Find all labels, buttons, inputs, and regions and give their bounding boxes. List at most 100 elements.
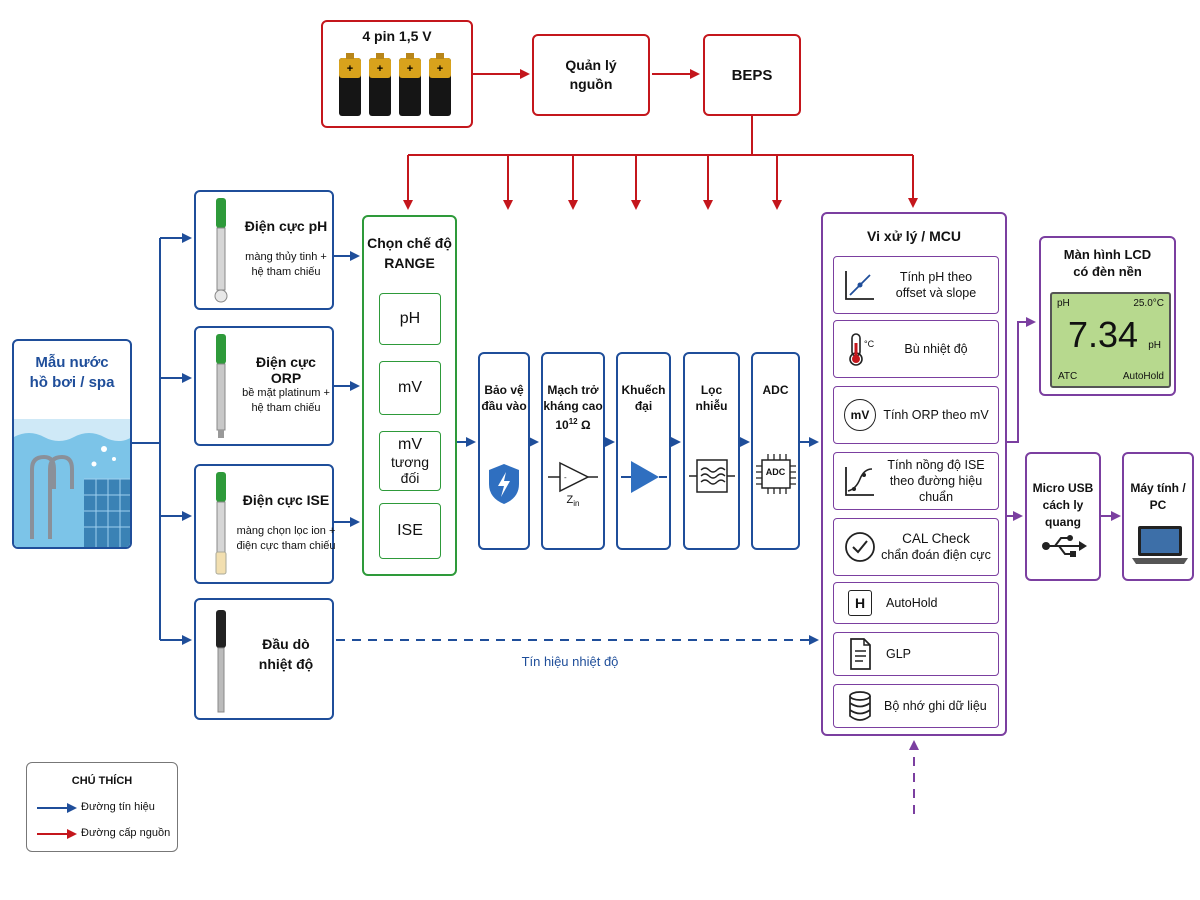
probe-ph-box: Điện cực pH màng thủy tinh + hệ tham chi… [194, 190, 334, 310]
mv-badge: mV [844, 399, 876, 431]
lcd-reading: 7.34 [1068, 314, 1139, 355]
range-mode-relative-mv-label2: tương đối [390, 454, 429, 486]
probe-ise-box: Điện cực ISE màng chọn lọc ion + điện cự… [194, 464, 336, 584]
mcu-output-lines [909, 317, 1121, 814]
legend-title: CHÚ THÍCH [71, 775, 133, 787]
battery-label: 4 pin 1,5 V [362, 28, 432, 44]
svg-text:+: + [347, 63, 353, 75]
probe-orp-sub1: bề mặt platinum + [242, 387, 330, 399]
mcu-cal-check-line1: CAL Check [902, 531, 970, 546]
range-mode-mv[interactable]: mV [379, 361, 441, 415]
lcd-box: Màn hình LCD có đèn nền pH 25.0°C 7.34 p… [1039, 236, 1176, 396]
ise-electrode-icon [215, 472, 227, 575]
range-title-line2: RANGE [384, 255, 435, 271]
usb-line2: cách ly quang [1042, 498, 1084, 529]
svg-text:+: + [377, 63, 383, 75]
mcu-ise-calc-line1: Tính nồng độ ISE [887, 458, 985, 472]
input-protection-line2: đầu vào [481, 399, 527, 413]
lcd-title-line1: Màn hình LCD [1063, 247, 1152, 262]
pc-line2: PC [1149, 498, 1167, 512]
probe-temp-line1: Đầu dò [262, 636, 310, 652]
mcu-autohold-label: AutoHold [886, 596, 938, 610]
mcu-temp-comp: °C Bù nhiệt độ [833, 320, 999, 378]
beps-box: BEPS [703, 34, 801, 116]
probe-ise-sub2: điện cực tham chiếu [236, 540, 336, 552]
input-protection-stage: Bảo vệ đầu vào [478, 352, 530, 550]
probe-temp-box: Đầu dò nhiệt độ [194, 598, 334, 720]
thermometer-icon: °C [842, 331, 878, 367]
lcd-atc: ATC [1058, 371, 1078, 382]
probe-ise-title: Điện cực ISE [242, 492, 330, 508]
pool-icon [14, 419, 130, 547]
amplifier-filled-icon [620, 461, 667, 493]
svg-text:+: + [437, 63, 443, 75]
mcu-glp: GLP [833, 632, 999, 676]
probe-orp-box: Điện cực ORP bề mặt platinum + hệ tham c… [194, 326, 334, 446]
hold-icon: H [842, 585, 878, 621]
sample-line1: Mẫu nước [35, 354, 109, 371]
power-lines [403, 69, 918, 210]
legend-power-swatch [37, 829, 77, 839]
hold-badge: H [848, 590, 872, 616]
probe-ph-title: Điện cực pH [244, 218, 328, 234]
mcu-ph-calc-line2: offset và slope [895, 286, 977, 300]
temperature-signal-label: Tín hiệu nhiệt độ [521, 654, 619, 669]
range-mode-ph-label: pH [399, 310, 421, 327]
probe-ph-sub1: màng thủy tinh + [245, 251, 327, 263]
beps-label: BEPS [731, 66, 773, 84]
range-mode-relative-mv-label1: mV [398, 436, 422, 453]
lcd-unit-right: pH [1148, 340, 1161, 351]
amplifier-icon: - [548, 461, 598, 493]
celsius-unit: °C [864, 339, 875, 349]
input-protection-line1: Bảo vệ [484, 383, 524, 397]
lcd-autohold: AutoHold [1122, 371, 1164, 382]
probe-orp-sub2: hệ tham chiếu [251, 402, 321, 414]
legend-box: CHÚ THÍCH Đường tín hiệu Đường cấp nguồn [26, 762, 178, 852]
filter-icon [688, 459, 735, 493]
mcu-cal-check-line2: chẩn đoán điện cực [881, 548, 991, 562]
range-mode-ise-label: ISE [397, 522, 423, 539]
range-selector-box: Chọn chế độ RANGE pH mV mV tương đối ISE [362, 215, 457, 576]
probe-orp-title: Điện cực ORP [256, 354, 316, 386]
laptop-icon [1132, 526, 1188, 564]
lcd-title-line2: có đèn nền [1073, 264, 1142, 279]
power-manager-box: Quản lý nguồn [532, 34, 650, 116]
range-mode-ise[interactable]: ISE [379, 503, 441, 559]
amplifier-stage: Khuếch đại [616, 352, 671, 550]
legend-power-label: Đường cấp nguồn [81, 827, 171, 839]
high-impedance-value: 1012 Ω [555, 417, 591, 432]
mcu-orp-calc: mV Tính ORP theo mV [833, 386, 999, 444]
mcu-orp-calc-label: Tính ORP theo mV [883, 408, 989, 422]
shield-lightning-icon [489, 464, 519, 504]
temperature-probe-icon [216, 610, 226, 713]
range-mode-relative-mv[interactable]: mV tương đối [379, 431, 441, 491]
database-icon [849, 691, 871, 721]
range-mode-ph[interactable]: pH [379, 293, 441, 345]
mcu-data-logger: Bộ nhớ ghi dữ liệu [833, 684, 999, 728]
battery-box: 4 pin 1,5 V + + + + [321, 20, 473, 128]
lcd-screen: pH 25.0°C 7.34 pH ATC AutoHold [1050, 292, 1171, 388]
legend-signal-swatch [37, 803, 77, 813]
signal-lines [131, 233, 819, 645]
probe-ise-sub1: màng chọn lọc ion + [236, 525, 336, 537]
high-impedance-line1: Mạch trở [547, 383, 599, 397]
svg-text:+: + [407, 63, 413, 75]
legend-signal-label: Đường tín hiệu [81, 801, 155, 813]
mcu-data-logger-label: Bộ nhớ ghi dữ liệu [884, 699, 987, 713]
noise-filter-stage: Lọc nhiễu [683, 352, 740, 550]
mcu-cal-check: CAL Check chẩn đoán điện cực [833, 518, 999, 576]
high-impedance-line2: kháng cao [543, 399, 603, 413]
usb-icon [1042, 535, 1087, 557]
probe-temp-line2: nhiệt độ [258, 656, 314, 672]
usb-line1: Micro USB [1032, 481, 1094, 495]
zin-label: Zin [566, 494, 580, 509]
ph-electrode-icon [214, 198, 228, 303]
probe-ph-sub2: hệ tham chiếu [251, 266, 321, 278]
mcu-glp-label: GLP [886, 647, 912, 661]
water-sample-box: Mẫu nước hồ bơi / spa [12, 339, 132, 549]
chip-label: ADC [765, 467, 786, 477]
power-manager-line2: nguồn [569, 76, 613, 92]
lcd-temperature: 25.0°C [1133, 298, 1164, 309]
orp-electrode-icon [216, 334, 226, 438]
